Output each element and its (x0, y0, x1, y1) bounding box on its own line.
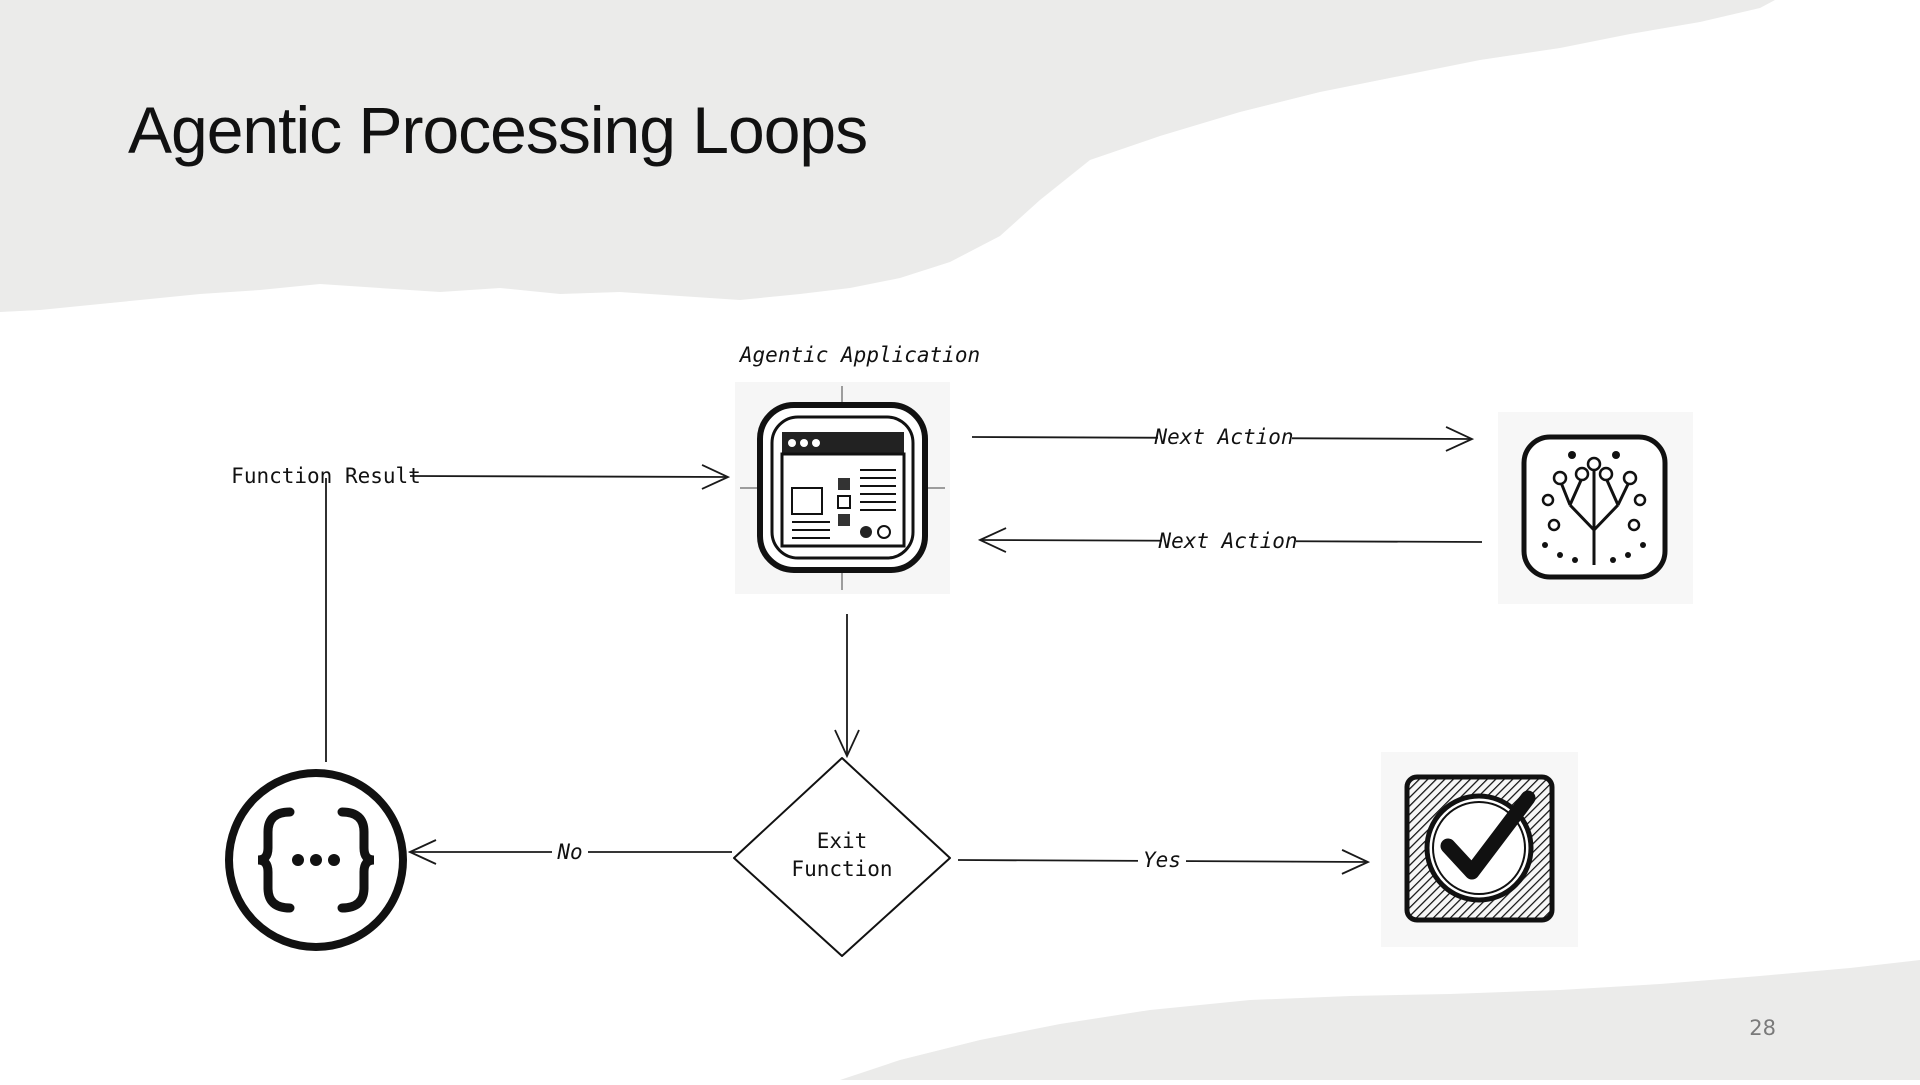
edge-label-no: No (556, 840, 582, 864)
edge-label-function-result: Function Result (231, 464, 421, 488)
edge-next-action-in: Next Action (980, 526, 1483, 554)
torn-paper-bottom (840, 960, 1920, 1080)
exit-function-label-line1: Exit (817, 829, 868, 853)
torn-paper-top (0, 0, 1775, 312)
circuit-tree-icon (1498, 412, 1693, 604)
exit-function-label-line2: Function (791, 857, 892, 881)
edge-label-next-action-out: Next Action (1153, 425, 1293, 449)
slide-title: Agentic Processing Loops (128, 93, 868, 167)
curly-braces-icon (225, 769, 407, 951)
edge-function-result: Function Result (231, 464, 728, 762)
agentic-application-label: Agentic Application (738, 343, 980, 367)
edge-next-action-out: Next Action (971, 422, 1472, 450)
edge-label-next-action-in: Next Action (1157, 529, 1297, 553)
page-number: 28 (1749, 1016, 1776, 1040)
app-window-icon (735, 382, 950, 594)
checkmark-icon (1381, 752, 1578, 947)
edge-no: No (410, 838, 732, 866)
edge-yes: Yes (957, 846, 1368, 874)
edge-label-yes: Yes (1143, 848, 1181, 872)
exit-function-diamond: Exit Function (733, 757, 951, 957)
